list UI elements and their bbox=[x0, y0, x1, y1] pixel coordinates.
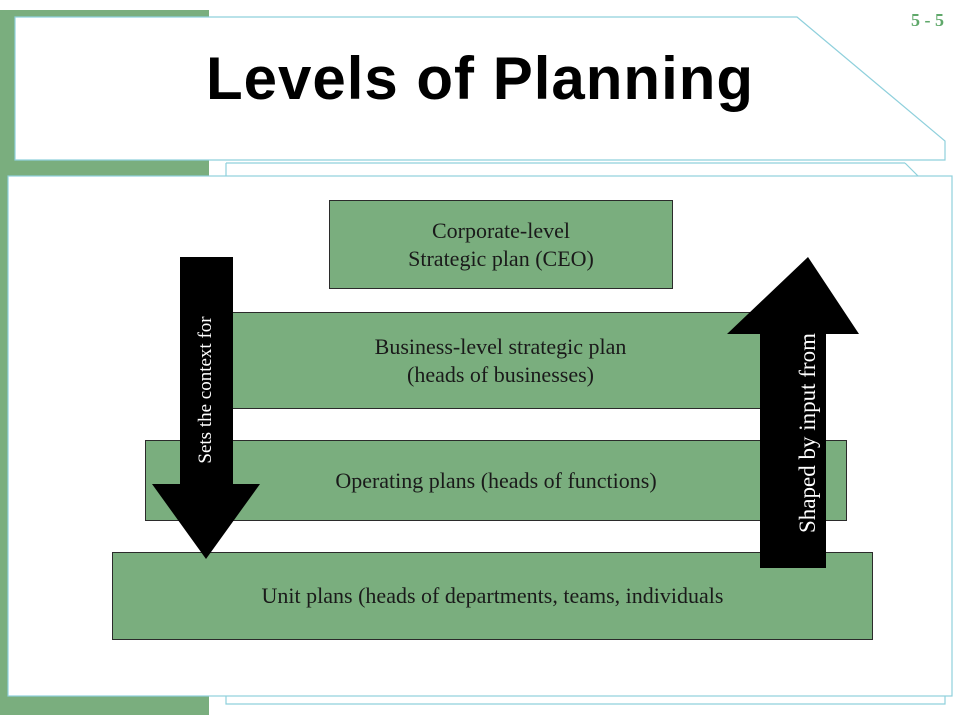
slide-title: Levels of Planning bbox=[205, 44, 755, 112]
unit-plan-line-1: Unit plans (heads of departments, teams,… bbox=[261, 583, 724, 608]
operating-plan-box: Operating plans (heads of functions) bbox=[145, 440, 847, 521]
unit-plan-box: Unit plans (heads of departments, teams,… bbox=[112, 552, 873, 640]
title-panel bbox=[14, 16, 946, 161]
corporate-plan-line-1: Corporate-level bbox=[431, 217, 571, 243]
corporate-plan-box: Corporate-level Strategic plan (CEO) bbox=[329, 200, 673, 289]
corporate-plan-line-2: Strategic plan (CEO) bbox=[408, 245, 594, 271]
business-plan-box: Business-level strategic plan (heads of … bbox=[229, 312, 772, 409]
back-panel-corner-line bbox=[904, 162, 919, 177]
page-number: 5 - 5 bbox=[911, 10, 944, 30]
up-arrow bbox=[727, 257, 859, 568]
operating-plan-line-1: Operating plans (heads of functions) bbox=[335, 467, 657, 493]
business-plan-line-2: (heads of businesses) bbox=[407, 361, 594, 387]
down-arrow-label: Sets the context for bbox=[195, 316, 216, 464]
business-plan-line-1: Business-level strategic plan bbox=[374, 333, 627, 359]
up-arrow-label: Shaped by input from bbox=[795, 333, 820, 533]
down-arrow bbox=[152, 257, 260, 559]
